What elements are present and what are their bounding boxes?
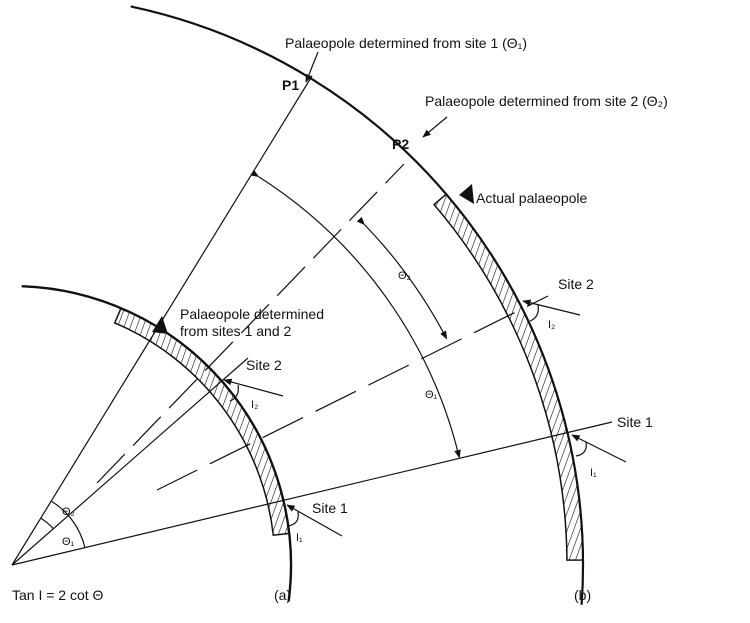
label-theta1-arc: Θ₁ bbox=[425, 389, 438, 401]
field-arrow-site2-b bbox=[522, 299, 581, 316]
field-arrow-site2-a bbox=[223, 378, 284, 397]
origin-angle-arc-1 bbox=[51, 500, 86, 548]
label-theta2-origin: Θ₂ bbox=[62, 506, 75, 518]
field-arrow-site1-b bbox=[571, 434, 627, 463]
label-pole-site1: Palaeopole determined from site 1 (Θ₁) bbox=[285, 35, 527, 51]
origin-angle-arc-2 bbox=[40, 517, 54, 530]
leader-pole-site1 bbox=[305, 51, 319, 83]
label-panel-b: (b) bbox=[574, 587, 591, 603]
hatched-band-b bbox=[432, 193, 584, 561]
label-site1-a: Site 1 bbox=[312, 500, 348, 516]
label-formula: Tan I = 2 cot Θ bbox=[12, 587, 104, 603]
globe-arc-b bbox=[130, 5, 585, 605]
field-arrow-site1-a bbox=[286, 504, 343, 537]
label-p1: P1 bbox=[282, 77, 299, 93]
hatched-band-a bbox=[113, 307, 291, 537]
inclination-arc-i1-b bbox=[575, 441, 587, 457]
pole-marker-b bbox=[459, 184, 474, 204]
label-actual-pole: Actual palaeopole bbox=[476, 190, 588, 206]
label-i1-a: I₁ bbox=[296, 532, 303, 544]
radial-line-site1 bbox=[11, 421, 613, 566]
label-theta1-origin: Θ₁ bbox=[62, 536, 75, 548]
label-theta2-arc: Θ₂ bbox=[398, 270, 411, 282]
label-site2-b: Site 2 bbox=[558, 276, 594, 292]
label-i1-b: I₁ bbox=[590, 467, 597, 479]
label-site1-b: Site 1 bbox=[617, 414, 653, 430]
label-panel-a: (a) bbox=[274, 587, 291, 603]
inclination-arc-i2-a bbox=[229, 384, 239, 402]
pole-marker-a bbox=[152, 316, 168, 334]
label-pole-sites12-line2: from sites 1 and 2 bbox=[180, 323, 291, 339]
label-i2-a: I₂ bbox=[251, 399, 258, 411]
label-site2-a: Site 2 bbox=[246, 357, 282, 373]
label-pole-sites12-line1: Palaeopole determined bbox=[180, 306, 324, 322]
inclination-arc-i1-a bbox=[287, 511, 299, 527]
label-pole-site2: Palaeopole determined from site 2 (Θ₂) bbox=[425, 93, 668, 109]
theta2-arc bbox=[356, 216, 448, 340]
radial-line-site2-a bbox=[11, 357, 249, 566]
inclination-arc-i2-b bbox=[529, 304, 539, 322]
label-p2: P2 bbox=[392, 136, 409, 152]
leader-pole-site2 bbox=[422, 116, 448, 138]
label-i2-b: I₂ bbox=[548, 319, 555, 331]
